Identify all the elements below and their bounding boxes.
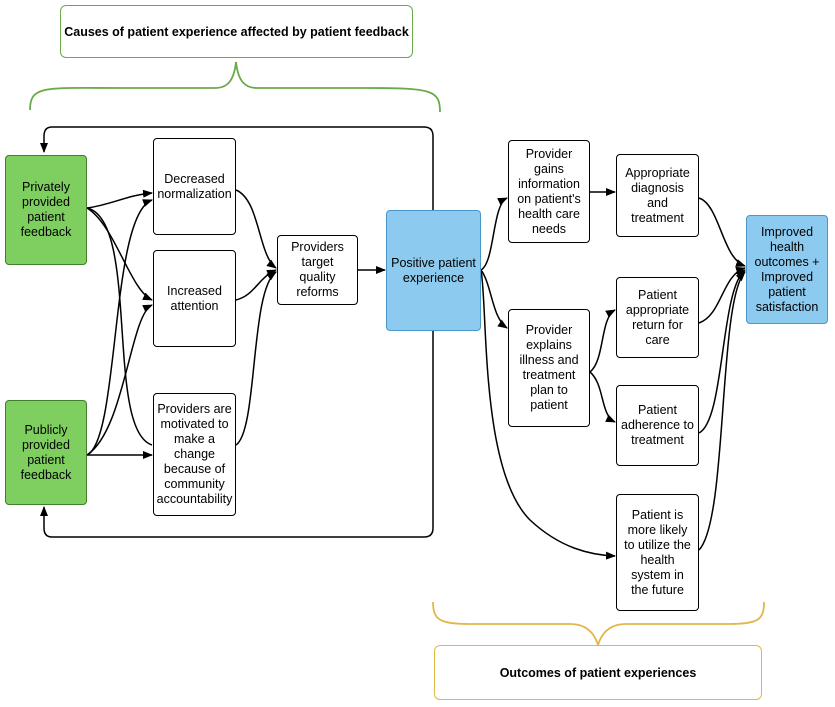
public-feedback-node: Publicly provided patient feedback xyxy=(5,400,87,505)
arrow-decreased-to-reforms xyxy=(235,189,277,269)
arrow-private-to-decreased xyxy=(86,189,153,209)
arrow-adherence-to-improved xyxy=(698,269,746,434)
arrow-explains-to-return xyxy=(589,309,616,373)
feedback-loop-arrow xyxy=(40,126,434,235)
causes-brace xyxy=(29,61,441,113)
positive-experience-node: Positive patient experience xyxy=(386,210,481,331)
outcomes-brace xyxy=(432,601,765,649)
arrow-public-to-decreased xyxy=(86,199,153,456)
arrow-experience-to-gains xyxy=(480,197,508,271)
feedback-loop-bottom-arrow xyxy=(40,326,434,538)
target-reforms-node: Providers target quality reforms xyxy=(277,235,358,305)
arrow-private-to-accountability xyxy=(86,207,153,446)
appropriate-diagnosis-node: Appropriate diagnosis and treatment xyxy=(616,154,699,237)
private-feedback-node: Privately provided patient feedback xyxy=(5,155,87,265)
explains-illness-node: Provider explains illness and treatment … xyxy=(508,309,590,427)
outcomes-title: Outcomes of patient experiences xyxy=(434,645,762,700)
arrow-return-to-improved xyxy=(698,266,746,324)
utilize-system-node: Patient is more likely to utilize the he… xyxy=(616,494,699,611)
increased-attention-node: Increased attention xyxy=(153,250,236,347)
gains-information-node: Provider gains information on patient's … xyxy=(508,140,590,243)
arrow-private-to-attention xyxy=(86,207,153,301)
arrow-utilize-to-improved xyxy=(698,271,746,551)
arrow-experience-to-utilize xyxy=(480,269,616,560)
appropriate-return-node: Patient appropriate return for care xyxy=(616,277,699,358)
arrow-public-to-attention xyxy=(86,304,153,456)
arrow-attention-to-reforms xyxy=(235,269,277,301)
arrow-experience-to-explains xyxy=(480,269,508,329)
arrow-diagnosis-to-improved xyxy=(698,197,746,267)
community-accountability-node: Providers are motivated to make a change… xyxy=(153,393,236,516)
arrow-accountability-to-reforms xyxy=(235,271,277,446)
causes-title: Causes of patient experience affected by… xyxy=(60,5,413,58)
adherence-node: Patient adherence to treatment xyxy=(616,385,699,466)
arrow-explains-to-adherence xyxy=(589,371,616,423)
improved-outcomes-node: Improved health outcomes + Improved pati… xyxy=(746,215,828,324)
decreased-normalization-node: Decreased normalization xyxy=(153,138,236,235)
